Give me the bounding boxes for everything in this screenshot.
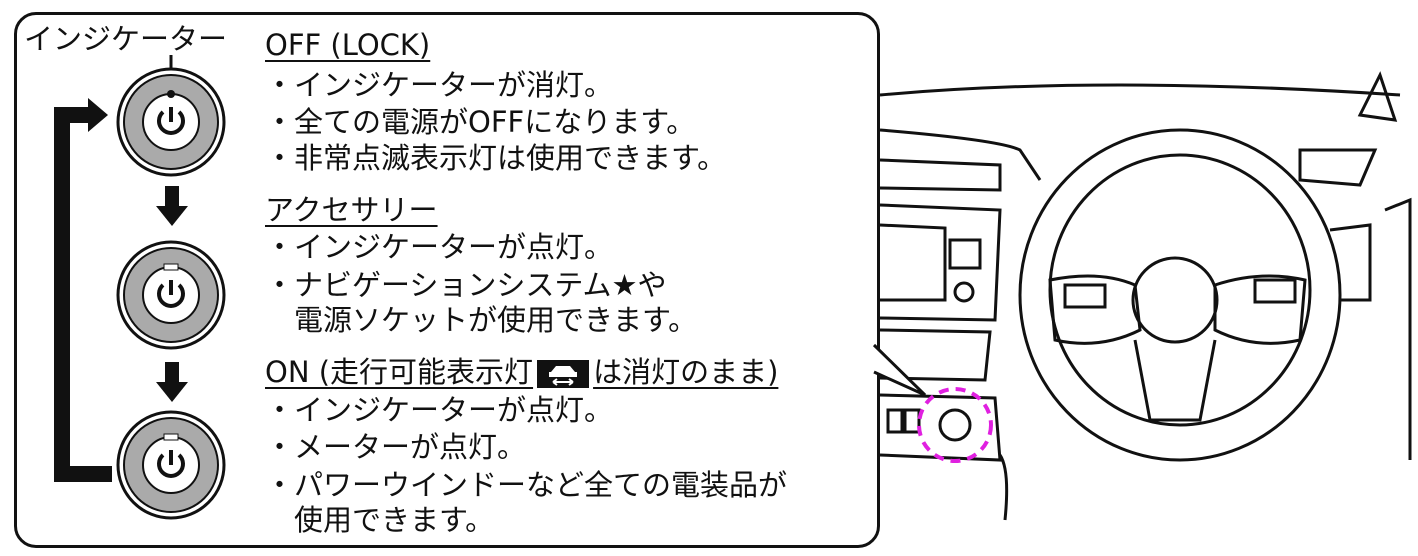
bullet: ・非常点滅表示灯は使用できます。 xyxy=(265,141,727,175)
ready-indicator-icon xyxy=(537,360,590,388)
heading-on-post: は消灯のまま) xyxy=(593,355,779,389)
bullet: ・全ての電源がOFFになります。 xyxy=(265,105,696,139)
bullet: ・インジケーターが消灯。 xyxy=(265,68,614,102)
bullet: 使用できます。 xyxy=(265,503,495,537)
bullet: ・インジケーターが点灯。 xyxy=(265,230,614,264)
bullet: ・パワーウインドーなど全ての電装品が xyxy=(265,468,788,502)
heading-on: ON (走行可能表示灯 は消灯のまま) xyxy=(265,355,778,389)
bullet: ・インジケーターが点灯。 xyxy=(265,393,614,427)
heading-on-pre: ON (走行可能表示灯 xyxy=(265,355,534,389)
bullet: ・ナビゲーションシステム★や xyxy=(265,268,667,302)
heading-off: OFF (LOCK) xyxy=(265,28,431,62)
bullet: ・メーターが点灯。 xyxy=(265,430,527,464)
bullet: 電源ソケットが使用できます。 xyxy=(265,303,698,337)
indicator-label: インジケーター xyxy=(24,22,228,56)
heading-accessory: アクセサリー xyxy=(265,193,438,227)
